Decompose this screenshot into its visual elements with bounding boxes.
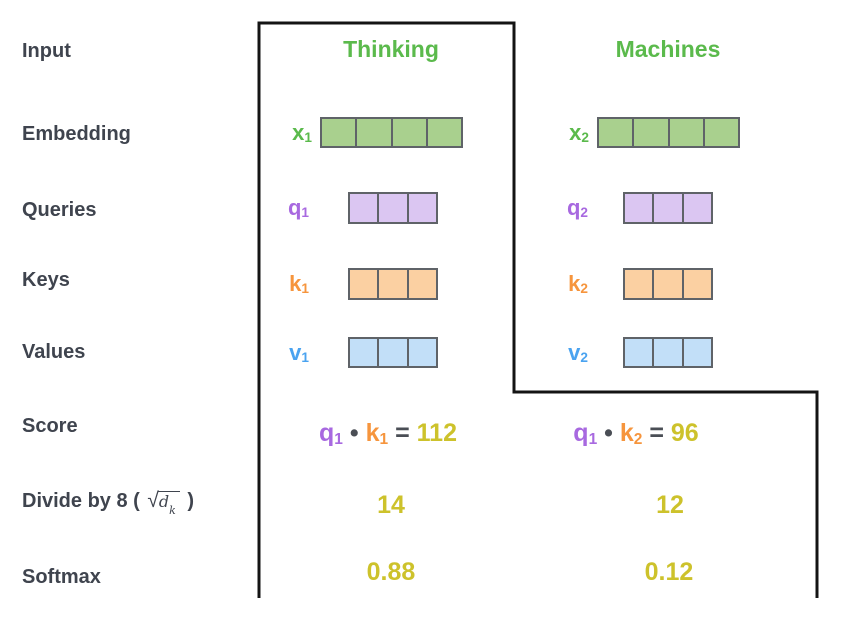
vector-cell xyxy=(392,119,428,146)
score-expression-2: q1 • k2 = 96 xyxy=(486,419,786,448)
vector-cell xyxy=(669,119,705,146)
value-label-v1: v1 xyxy=(289,340,309,366)
key-label-k2: k2 xyxy=(568,271,588,297)
vector-cell xyxy=(357,119,393,146)
embedding-label-x1: x1 xyxy=(292,120,312,146)
vector-cell xyxy=(427,119,461,146)
vector-cell xyxy=(654,339,684,366)
sqrt-radicand: dk xyxy=(157,491,180,517)
embedding-vector-x1 xyxy=(320,117,463,148)
embedding-label-x2: x2 xyxy=(569,120,589,146)
vector-cell xyxy=(625,270,655,298)
vector-cell xyxy=(654,270,684,298)
vector-cell xyxy=(634,119,670,146)
vector-cell xyxy=(704,119,738,146)
vector-cell xyxy=(599,119,635,146)
row-label-input: Input xyxy=(22,40,71,62)
vector-cell xyxy=(683,339,711,366)
divide-prefix: Divide by 8 ( xyxy=(22,490,140,512)
value-vector-v1 xyxy=(348,337,438,368)
query-label-q2: q2 xyxy=(566,195,588,221)
score-expression-1: q1 • k1 = 112 xyxy=(238,419,538,448)
key-label-k1: k1 xyxy=(289,271,309,297)
column-header-machines: Machines xyxy=(615,36,721,62)
vector-cell xyxy=(683,270,711,298)
row-label-queries: Queries xyxy=(22,199,97,221)
row-label-values: Values xyxy=(22,341,86,363)
key-vector-k2 xyxy=(623,268,713,300)
row-label-embedding: Embedding xyxy=(22,123,131,145)
query-label-q1: q1 xyxy=(287,195,309,221)
softmax-value-2: 0.12 xyxy=(644,558,694,586)
query-vector-q1 xyxy=(348,192,438,224)
score1-value: 112 xyxy=(416,419,457,447)
radicand-base: d xyxy=(158,492,170,511)
divide-value-2: 12 xyxy=(656,491,684,519)
vector-cell xyxy=(408,339,436,366)
vector-cell xyxy=(379,339,409,366)
sqrt-symbol: √ xyxy=(147,489,159,512)
row-label-divide-by-8: Divide by 8 ( √ dk ) xyxy=(22,489,194,517)
score2-k-term: k2 xyxy=(619,419,643,448)
row-label-keys: Keys xyxy=(22,269,70,291)
score2-value: 96 xyxy=(670,419,699,447)
vector-cell xyxy=(350,339,380,366)
query-vector-q2 xyxy=(623,192,713,224)
vector-cell xyxy=(379,194,409,222)
sqrt-dk-formula: √ dk xyxy=(147,489,180,517)
score2-dot-operator: • xyxy=(604,419,613,447)
score1-q-term: q1 xyxy=(319,419,343,448)
row-label-score: Score xyxy=(22,415,78,437)
vector-cell xyxy=(408,194,436,222)
vector-cell xyxy=(350,270,380,298)
divide-value-1: 14 xyxy=(377,491,405,519)
value-vector-v2 xyxy=(623,337,713,368)
score1-dot-operator: • xyxy=(349,419,359,447)
value-label-v2: v2 xyxy=(568,340,588,366)
score2-equals: = xyxy=(649,419,664,447)
radicand-sub: k xyxy=(169,503,176,517)
embedding-vector-x2 xyxy=(597,117,740,148)
divide-suffix: ) xyxy=(187,490,195,512)
row-label-softmax: Softmax xyxy=(22,566,101,588)
vector-cell xyxy=(625,339,655,366)
column-header-thinking: Thinking xyxy=(343,36,439,62)
score1-k-term: k1 xyxy=(365,419,389,448)
softmax-value-1: 0.88 xyxy=(366,558,416,586)
vector-cell xyxy=(625,194,655,222)
key-vector-k1 xyxy=(348,268,438,300)
vector-cell xyxy=(683,194,711,222)
score1-equals: = xyxy=(395,419,410,447)
score2-q-term: q1 xyxy=(573,419,598,448)
vector-cell xyxy=(654,194,684,222)
vector-cell xyxy=(350,194,380,222)
vector-cell xyxy=(408,270,436,298)
vector-cell xyxy=(322,119,358,146)
vector-cell xyxy=(379,270,409,298)
